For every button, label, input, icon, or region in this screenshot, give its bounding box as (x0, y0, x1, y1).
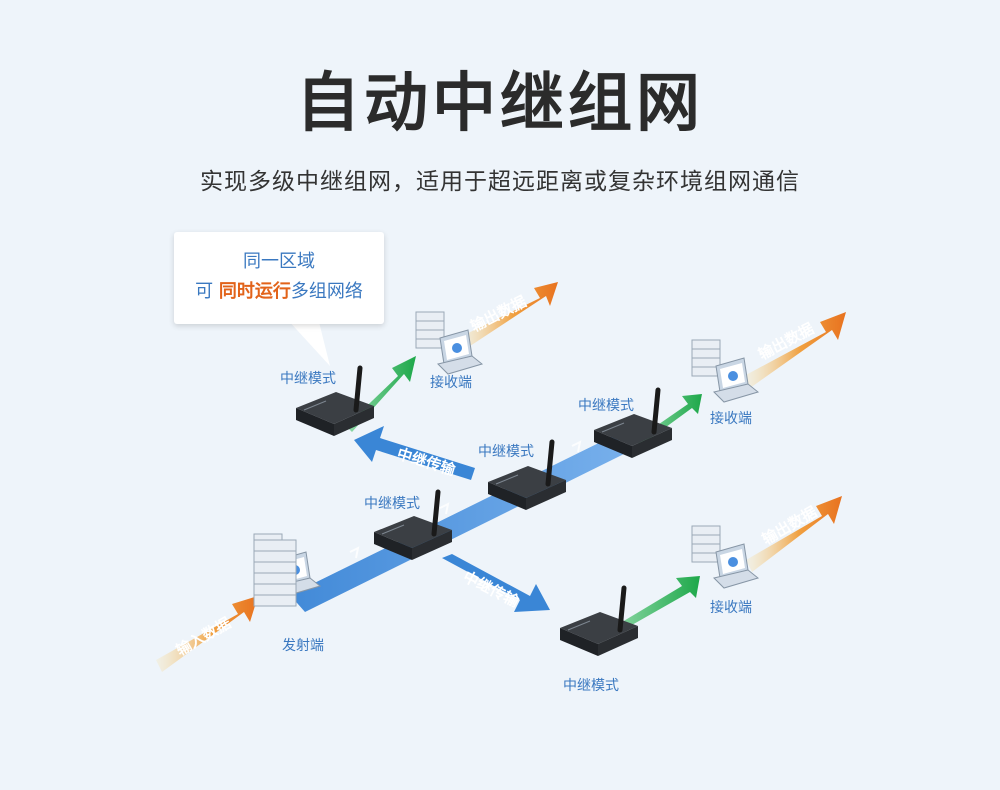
relay-mode-label-2: 中继模式 (578, 398, 634, 414)
receiver-label-2: 接收端 (710, 410, 752, 427)
receiver-computer-2 (691, 339, 759, 403)
page-subtitle: 实现多级中继组网，适用于超远距离或复杂环境组网通信 (200, 169, 800, 195)
speech-bubble: 同一区域 可 同时运行多组网络 (174, 232, 384, 324)
input-arrow: 输入数据 (156, 596, 258, 672)
bubble-highlight: 同时运行 (218, 281, 291, 302)
bubble-line-2: 可 同时运行多组网络 (174, 277, 384, 307)
relay-transfer-arrow-lower: 中继传输 (442, 554, 550, 612)
output-arrow-1: 输出数据 (458, 282, 558, 350)
output-arrow-3: 输出数据 (746, 496, 842, 572)
relay-mode-label-4: 中继模式 (364, 496, 420, 512)
relay-mode-label-5: 中继模式 (563, 678, 619, 694)
sender-label: 发射端 (282, 638, 324, 654)
relay-device-5 (560, 588, 638, 656)
receiver-computer-3 (691, 525, 759, 589)
bubble-line-2-prefix: 可 (195, 281, 219, 302)
bubble-line-1: 同一区域 (243, 251, 315, 272)
receiver-label-3: 接收端 (710, 599, 752, 616)
relay-transfer-label-upper: 中继传输 (395, 445, 459, 480)
page-title: 自动中继组网 (296, 67, 704, 141)
relay-transfer-arrow-upper: 中继传输 (354, 426, 475, 480)
bubble-tail (286, 318, 330, 366)
output-label-1: 输出数据 (468, 292, 530, 335)
input-label: 输入数据 (173, 614, 234, 660)
green-arrow-lower-right (612, 576, 700, 634)
relay-transfer-label-lower: 中继传输 (460, 568, 523, 612)
bubble-line-2-suffix: 多组网络 (290, 281, 363, 302)
output-arrow-2: 输出数据 (744, 312, 846, 388)
relay-line (290, 435, 628, 612)
relay-mode-label-1: 中继模式 (280, 371, 336, 387)
sender-server-stack (253, 539, 297, 607)
receiver-label-1: 接收端 (430, 374, 472, 391)
relay-mode-label-3: 中继模式 (478, 444, 534, 460)
